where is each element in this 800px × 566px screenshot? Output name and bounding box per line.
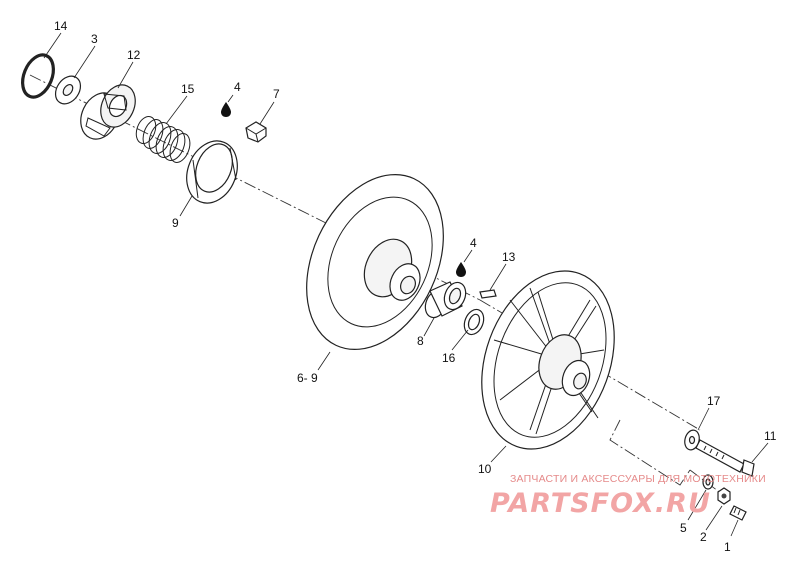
callout-6-9: 6- 9 <box>297 371 318 385</box>
grease-drop-icon <box>456 262 466 277</box>
movable-sheave-part <box>481 270 615 450</box>
thrust-washer-part <box>463 308 485 336</box>
callout-17: 17 <box>707 394 721 408</box>
key-part <box>479 289 497 299</box>
slider-button-part <box>245 121 267 143</box>
callout-labels: 14 3 12 15 4 7 9 4 13 8 16 6- 9 17 11 10… <box>54 19 777 554</box>
watermark-tagline: ЗАПЧАСТИ И АКСЕССУАРЫ ДЛЯ МОТОТЕХНИКИ <box>510 473 766 485</box>
spring-part <box>135 115 191 163</box>
callout-3: 3 <box>91 32 98 46</box>
callout-8: 8 <box>417 334 424 348</box>
callout-2: 2 <box>700 530 707 544</box>
fixed-sheave-part <box>306 173 444 351</box>
bolt-part <box>695 439 755 477</box>
bushing-ring-part <box>186 140 238 204</box>
callout-9: 9 <box>172 216 179 230</box>
cam-part <box>80 84 136 140</box>
callout-15: 15 <box>181 82 195 96</box>
callout-7: 7 <box>273 87 280 101</box>
nut-part <box>717 487 731 505</box>
callout-5: 5 <box>680 521 687 535</box>
grease-drop-icon <box>221 102 231 117</box>
callout-13: 13 <box>502 250 516 264</box>
lock-washer-part <box>702 474 714 490</box>
callout-4-top: 4 <box>234 80 241 94</box>
watermark: ЗАПЧАСТИ И АКСЕССУАРЫ ДЛЯ МОТОТЕХНИКИ PA… <box>490 473 766 519</box>
sleeve-bushing-part <box>424 281 467 319</box>
leader-lines <box>43 32 769 537</box>
washer-part <box>54 75 82 105</box>
callout-14: 14 <box>54 19 68 33</box>
callout-16: 16 <box>442 351 456 365</box>
callout-4-mid: 4 <box>470 236 477 250</box>
callout-1: 1 <box>724 540 731 554</box>
callout-12: 12 <box>127 48 141 62</box>
screw-part <box>729 505 747 521</box>
callout-10: 10 <box>478 462 492 476</box>
watermark-logo: PARTSFOX.RU <box>490 488 711 519</box>
callout-11: 11 <box>764 429 777 443</box>
circlip-part <box>21 53 55 99</box>
